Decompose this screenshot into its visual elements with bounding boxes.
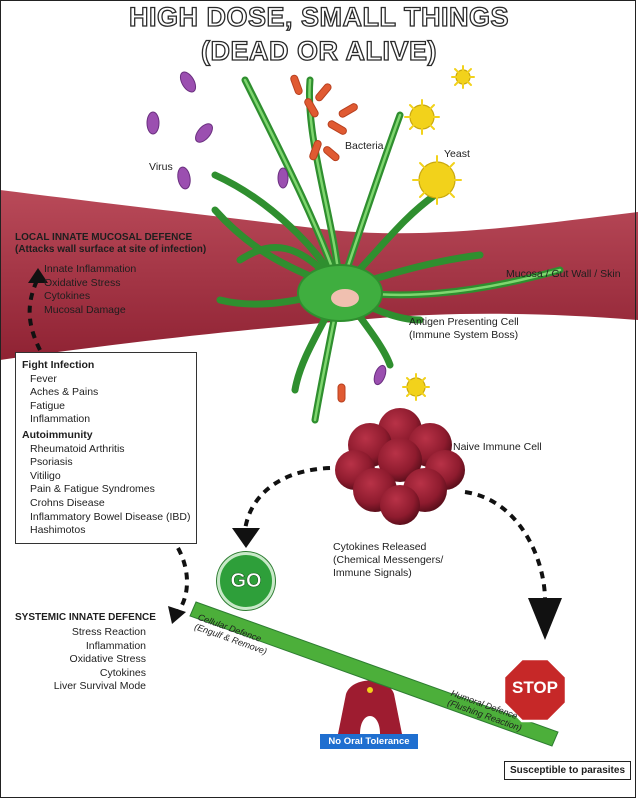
cytokines-label-line-1: Cytokines Released [333,541,427,553]
list-item: Hashimotos [30,524,86,537]
list-item: Oxidative Stress [69,653,146,666]
list-item: Mucosal Damage [44,303,126,316]
title-line-1: HIGH DOSE, SMALL THINGS [128,1,510,32]
symptoms-box: Fight Infection Fever Aches & Pains Fati… [15,352,197,544]
cytokines-label-line-3: Immune Signals) [333,567,412,579]
naive-cell-label: Naive Immune Cell [453,441,542,453]
list-item: Crohns Disease [30,496,105,509]
apc-label-line-2: (Immune System Boss) [409,329,519,341]
mucosa-label: Mucosa / Gut Wall / Skin [506,268,621,280]
bacteria-label: Bacteria [345,140,384,152]
list-item: Inflammatory Bowel Disease (IBD) [30,510,191,523]
list-item: Inflammation [85,639,146,652]
list-item: Cytokines [44,290,91,303]
stop-sign-shape [502,657,568,723]
list-item: Cytokines [99,666,146,679]
systemic-defence-list: Stress Reaction Inflammation Oxidative S… [30,626,146,694]
list-item: Innate Inflammation [44,263,137,275]
list-item: Liver Survival Mode [53,680,146,693]
list-item: Fatigue [30,399,66,412]
local-defence-subheading: (Attacks wall surface at site of infecti… [15,244,207,255]
list-item: Vitiligo [30,469,61,482]
no-oral-tolerance-label: No Oral Tolerance [320,734,418,749]
virus-label: Virus [149,161,173,173]
naive-immune-cell [335,408,465,525]
bacteria-rods [290,74,358,403]
list-item: Aches & Pains [30,386,99,399]
see-saw [189,601,559,747]
apc-label-line-1: Antigen Presenting Cell [409,316,519,328]
virus-particles [146,71,387,386]
list-item: Stress Reaction [71,626,146,638]
local-defence-heading: LOCAL INNATE MUCOSAL DEFENCE [15,232,193,243]
list-item: Pain & Fatigue Syndromes [30,483,155,496]
title-line-2: (DEAD OR ALIVE) [200,35,437,66]
local-defence-list: Innate Inflammation Oxidative Stress Cyt… [44,263,136,317]
list-item: Rheumatoid Arthritis [30,442,125,455]
dashed-arrows [27,277,547,614]
yeast-label: Yeast [444,148,470,160]
list-item: Fever [30,372,57,385]
list-item: Oxidative Stress [44,276,121,289]
autoimmunity-heading: Autoimmunity [22,428,93,441]
list-item: Inflammation [30,413,91,426]
parasites-label: Susceptible to parasites [504,761,631,780]
list-item: Psoriasis [30,456,73,469]
fight-infection-heading: Fight Infection [22,359,95,371]
systemic-defence-heading: SYSTEMIC INNATE DEFENCE [15,612,156,623]
go-sign: GO [217,552,275,610]
cytokines-label-line-2: (Chemical Messengers/ [333,554,444,566]
stop-sign: STOP [512,678,558,697]
